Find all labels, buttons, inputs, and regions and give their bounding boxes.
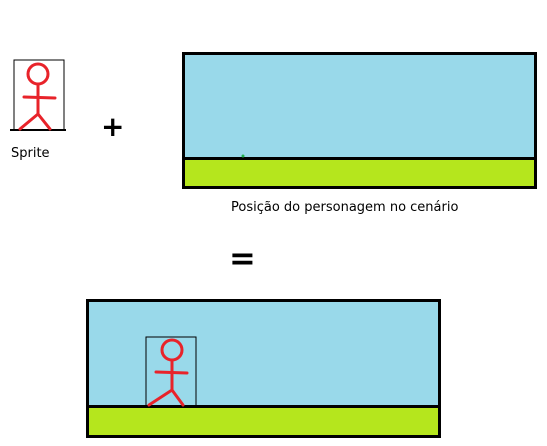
stick-figure-head — [26, 62, 50, 86]
sprite-label: Sprite — [11, 146, 50, 161]
placed-stick-figure-left-leg — [147, 388, 174, 407]
result-ground — [88, 407, 439, 437]
stick-figure — [18, 62, 57, 131]
placed-stick-figure-right-leg — [170, 388, 185, 407]
result-sky — [88, 301, 439, 407]
stick-figure-arms — [22, 95, 57, 100]
scene-ground — [184, 159, 537, 188]
placed-stick-figure-arms — [154, 370, 189, 375]
scene-sky — [184, 54, 537, 159]
placed-stick-figure — [147, 338, 189, 407]
scene-caption: Posição do personagem no cenário — [231, 200, 459, 215]
scene-image — [182, 52, 537, 189]
scene-border — [182, 52, 537, 189]
stick-figure-left-leg — [18, 112, 40, 131]
sprite-image — [10, 59, 66, 131]
plus-sign: + — [101, 110, 125, 143]
stick-figure-right-leg — [36, 112, 52, 131]
placed-sprite-frame — [145, 336, 197, 407]
result-image — [86, 299, 441, 438]
position-marker — [241, 154, 245, 158]
equals-sign: = — [229, 239, 256, 277]
result-border — [86, 299, 441, 438]
